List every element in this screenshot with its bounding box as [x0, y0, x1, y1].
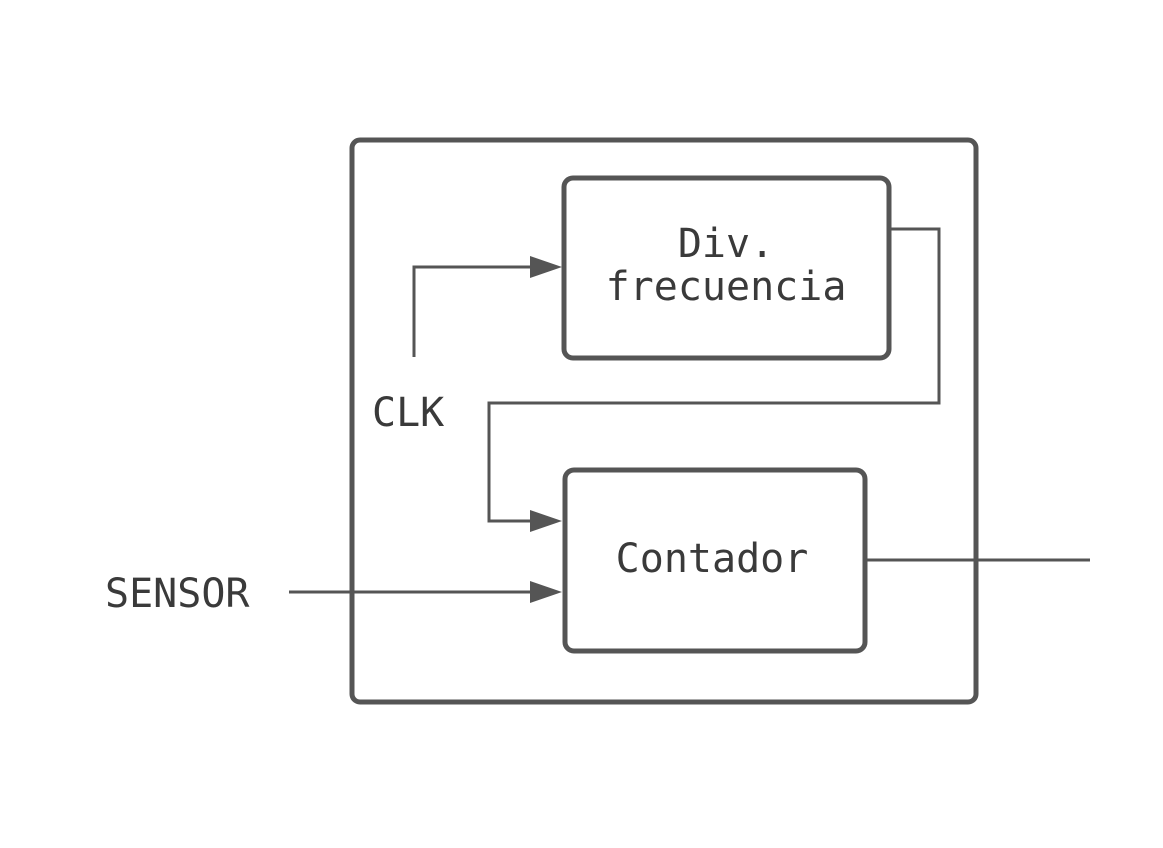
counter-block: Contador — [562, 467, 868, 654]
divider-block: Div. frecuencia — [561, 175, 892, 361]
divider-block-label-line1: Div. — [678, 221, 774, 267]
divider-to-counter-wire — [487, 227, 941, 523]
counter-block-label: Contador — [616, 536, 809, 582]
divider-block-label-line2: frecuencia — [606, 264, 847, 310]
clk-label: CLK — [372, 390, 444, 436]
divider-block-box — [561, 175, 892, 361]
sensor-label: SENSOR — [105, 571, 250, 617]
clk-wire — [412, 265, 534, 357]
counter-block-box — [562, 467, 868, 654]
sensor-arrowhead — [530, 581, 562, 603]
clk-arrowhead — [530, 256, 562, 278]
divider-to-counter-arrowhead — [530, 510, 562, 532]
